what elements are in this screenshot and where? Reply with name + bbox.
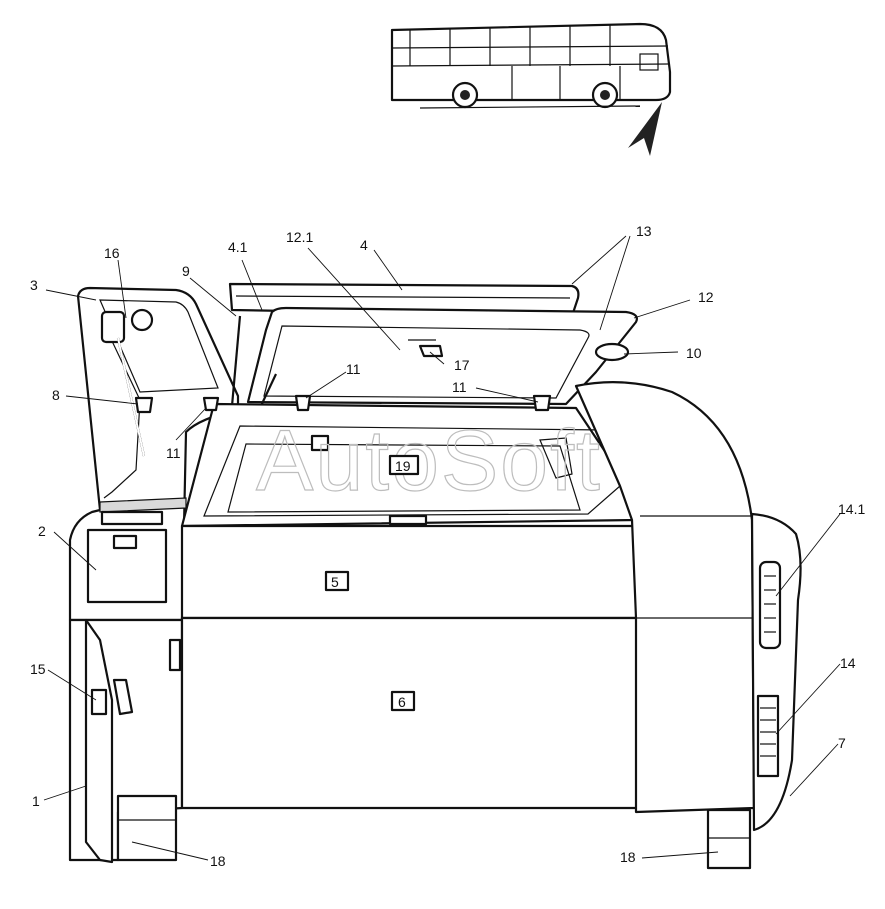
callout-8: 8 (52, 387, 60, 403)
drink-holder-16 (100, 308, 154, 344)
callout-14: 14 (840, 655, 856, 671)
bus-locator-illustration (390, 22, 672, 109)
left-lower-body (68, 618, 184, 864)
callout-15: 15 (30, 661, 46, 677)
callout-7: 7 (838, 735, 846, 751)
watermark: AutoSoft (256, 413, 602, 509)
callout-5: 5 (331, 574, 339, 590)
callout-4: 4 (360, 237, 368, 253)
callout-11-left: 11 (166, 445, 181, 461)
callout-14-1: 14.1 (838, 501, 865, 517)
locator-arrow-icon (628, 102, 662, 156)
leader-lines (43, 235, 841, 861)
callout-13: 13 (636, 223, 652, 239)
callout-12: 12 (698, 289, 714, 305)
panel-5 (180, 524, 640, 620)
callout-18-right: 18 (620, 849, 636, 865)
callout-18-left: 18 (210, 853, 226, 869)
panel-6 (180, 616, 640, 810)
callout-6: 6 (398, 694, 406, 710)
panel-2 (86, 528, 168, 604)
callout-9: 9 (182, 263, 190, 279)
right-end-body (574, 381, 802, 870)
callout-2: 2 (38, 523, 46, 539)
callout-11-right: 11 (452, 379, 467, 395)
callout-4-1: 4.1 (228, 239, 248, 255)
callout-1: 1 (32, 793, 40, 809)
gas-strut-8 (116, 337, 146, 457)
callout-3: 3 (30, 277, 38, 293)
callout-17: 17 (454, 357, 470, 373)
callout-10: 10 (686, 345, 702, 361)
callout-19: 19 (395, 458, 411, 474)
callout-12-1: 12.1 (286, 229, 313, 245)
callout-16: 16 (104, 245, 120, 261)
callout-11-center: 11 (346, 361, 361, 377)
